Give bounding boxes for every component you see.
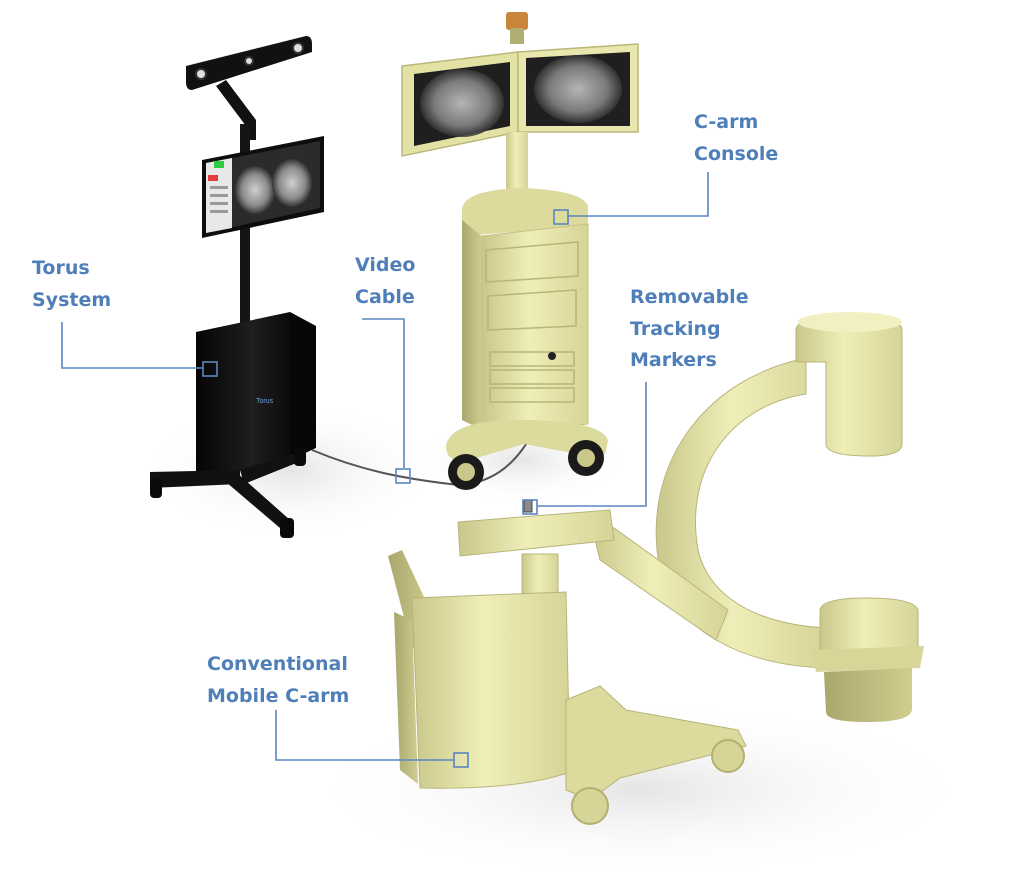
- xray-tube-collar: [812, 646, 924, 672]
- xray-image-right: [272, 159, 312, 207]
- label-torus-system: Torus System: [32, 253, 111, 316]
- label-line: Video: [355, 254, 416, 276]
- console-xray-right: [534, 55, 622, 123]
- xray-image-left: [235, 166, 275, 214]
- leader-removable-markers: [537, 382, 647, 507]
- label-line: Removable: [630, 286, 749, 308]
- video-port: [548, 352, 556, 360]
- caster-wheel: [280, 518, 294, 538]
- status-indicator-green: [214, 161, 224, 168]
- carm-wheel: [711, 739, 745, 773]
- console-wheel-hub: [457, 463, 475, 481]
- label-line: System: [32, 288, 112, 311]
- image-intensifier: [795, 315, 903, 457]
- torus-system: Torus: [150, 36, 324, 538]
- label-line: Torus: [32, 257, 90, 279]
- console-drawer: [489, 387, 575, 403]
- label-line: Cable: [355, 285, 415, 308]
- leader-torus-system: [61, 322, 202, 369]
- caster-wheel: [294, 448, 306, 466]
- carm-base: [565, 685, 747, 801]
- xray-tube-base: [824, 668, 912, 722]
- label-line: Markers: [630, 349, 717, 371]
- carm-body-side: [394, 612, 418, 784]
- caster-wheel: [150, 478, 162, 498]
- label-conventional-carm: Conventional Mobile C-arm: [207, 649, 349, 712]
- ui-line: [210, 194, 228, 197]
- torus-cabinet: [196, 312, 290, 480]
- camera-lens-icon: [195, 68, 207, 80]
- leader-lines: [61, 172, 709, 768]
- carm-wheel: [571, 787, 609, 825]
- console-neck: [510, 28, 524, 44]
- ui-line: [210, 186, 228, 189]
- console-panel-top: [485, 241, 579, 283]
- console-xray-left: [420, 69, 504, 137]
- label-line: Mobile C-arm: [207, 684, 350, 707]
- torus-brand-logo: Torus: [256, 398, 274, 405]
- carm-console: [401, 12, 639, 490]
- marker-carm-console: [553, 209, 569, 225]
- label-video-cable: Video Cable: [355, 250, 415, 313]
- console-panel-mid: [487, 289, 577, 331]
- console-drawer: [489, 351, 575, 367]
- tracking-marker-icon: [523, 499, 533, 513]
- marker-video-cable: [395, 468, 411, 484]
- label-line: Tracking: [630, 317, 721, 340]
- leader-conventional-carm: [275, 710, 454, 761]
- c-arc: [655, 357, 827, 669]
- label-line: Console: [694, 142, 779, 165]
- console-cabinet-side: [462, 220, 482, 430]
- torus-mast: [240, 124, 250, 334]
- xray-tube-housing: [819, 597, 919, 653]
- mobile-carm: [388, 312, 924, 825]
- marker-torus-system: [202, 361, 218, 377]
- leader-video-cable: [362, 318, 405, 468]
- torus-base-leg: [150, 470, 240, 488]
- label-line: Conventional: [207, 653, 348, 675]
- marker-conventional-carm: [453, 752, 469, 768]
- label-removable-markers: Removable Tracking Markers: [630, 282, 749, 377]
- intensifier-top: [798, 312, 902, 332]
- camera-lens-icon: [244, 56, 254, 66]
- marker-removable-markers: [522, 499, 538, 515]
- console-base: [446, 420, 608, 461]
- leader-carm-console: [568, 172, 709, 217]
- torus-base-leg: [226, 472, 290, 528]
- console-drawer: [489, 369, 575, 385]
- camera-lens-icon: [292, 42, 304, 54]
- label-line: C-arm: [694, 111, 759, 133]
- torus-cabinet-side: [290, 312, 316, 460]
- ui-line: [210, 210, 228, 213]
- label-carm-console: C-arm Console: [694, 107, 778, 170]
- ui-line: [210, 202, 228, 205]
- carm-body: [411, 591, 571, 789]
- carm-boom: [457, 509, 615, 557]
- console-top-knob: [506, 12, 528, 30]
- console-wheel-hub: [577, 449, 595, 467]
- torus-base-leg: [240, 452, 304, 484]
- status-indicator-red: [208, 175, 218, 181]
